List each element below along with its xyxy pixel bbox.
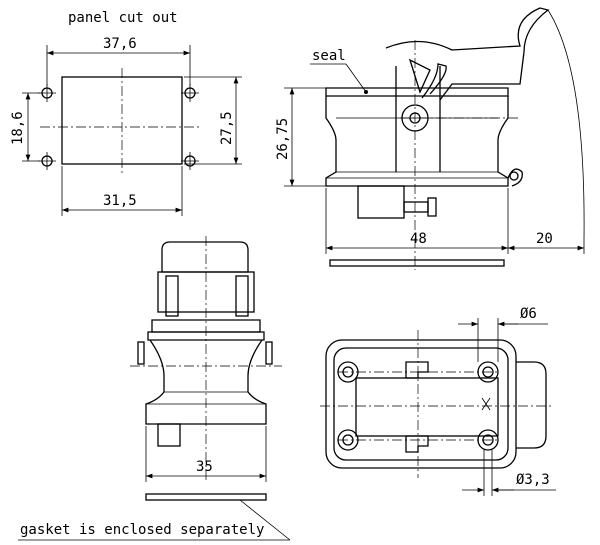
dim-side-height: 26,75 xyxy=(275,118,291,160)
dim-diameter-small: Ø3,3 xyxy=(516,472,550,488)
front-view: 35 xyxy=(130,236,282,501)
dim-diameter-large: Ø6 xyxy=(520,306,537,322)
dim-front-width: 35 xyxy=(196,459,213,475)
dim-width-holes: 37,6 xyxy=(103,36,137,52)
panel-cutout-view: panel cut out 37,6 31,5 18,6 xyxy=(10,10,242,216)
dim-width-cut: 31,5 xyxy=(103,193,137,209)
dim-height-cut: 27,5 xyxy=(219,111,235,145)
side-view: seal 26,75 48 20 xyxy=(275,7,585,270)
dim-height-holes: 18,6 xyxy=(10,111,26,145)
bottom-view: Ø6 Ø3,3 xyxy=(320,306,556,496)
panel-cutout-title: panel cut out xyxy=(68,10,178,26)
dim-lever-length: 20 xyxy=(536,231,553,247)
seal-label: seal xyxy=(312,48,346,64)
gasket-note-text: gasket is enclosed separately xyxy=(20,522,264,538)
front-gasket xyxy=(145,493,267,501)
mounting-holes xyxy=(38,84,199,170)
dim-side-width: 48 xyxy=(410,231,427,247)
side-gasket xyxy=(329,259,505,267)
gasket-note: gasket is enclosed separately xyxy=(18,499,291,541)
